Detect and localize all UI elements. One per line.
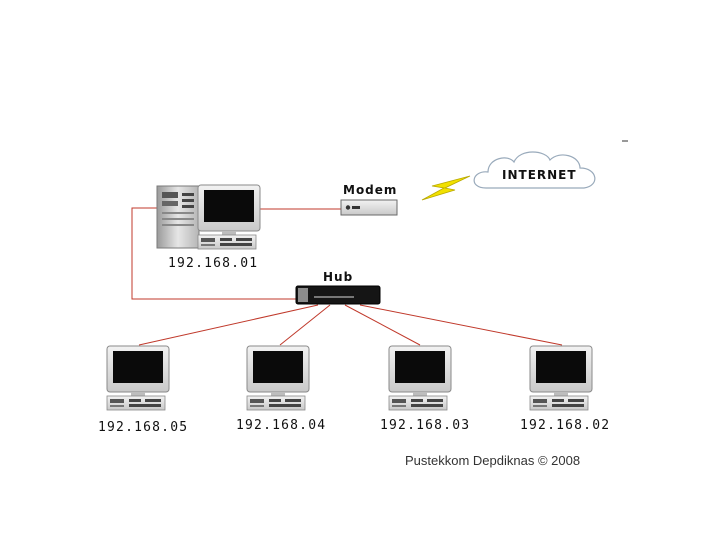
server-hub-link xyxy=(131,207,297,300)
workstation-04: 192.168.04 xyxy=(236,345,326,433)
modem-icon xyxy=(340,199,398,216)
hub-icon xyxy=(295,285,381,305)
desktop-computer-icon xyxy=(388,345,452,411)
credit-text: Pustekkom Depdiknas © 2008 xyxy=(405,453,580,468)
workstation-ip-label: 192.168.05 xyxy=(98,420,188,435)
server-computer xyxy=(156,184,261,250)
workstation-02: 192.168.02 xyxy=(520,345,610,433)
server-monitor-icon xyxy=(197,184,261,250)
workstation-ip-label: 192.168.04 xyxy=(236,418,326,433)
server-ip-label: 192.168.01 xyxy=(168,256,258,271)
connection-lines xyxy=(131,207,563,346)
modem-label: Modem xyxy=(343,183,397,197)
hub-link-02 xyxy=(359,304,563,346)
hub-link-03 xyxy=(344,304,421,346)
desktop-computer-icon xyxy=(106,345,170,411)
hub-link-05 xyxy=(138,304,319,346)
workstation-ip-label: 192.168.03 xyxy=(380,418,470,433)
workstation-05: 192.168.05 xyxy=(98,345,188,435)
internet-label: INTERNET xyxy=(502,168,577,182)
server-tower-icon xyxy=(156,185,200,249)
workstation-03: 192.168.03 xyxy=(380,345,470,433)
lightning-icon xyxy=(421,175,471,201)
workstation-ip-label: 192.168.02 xyxy=(520,418,610,433)
hub-label: Hub xyxy=(323,270,353,284)
cloud-icon xyxy=(473,151,596,189)
desktop-computer-icon xyxy=(246,345,310,411)
desktop-computer-icon xyxy=(529,345,593,411)
hub-link-04 xyxy=(279,304,331,346)
